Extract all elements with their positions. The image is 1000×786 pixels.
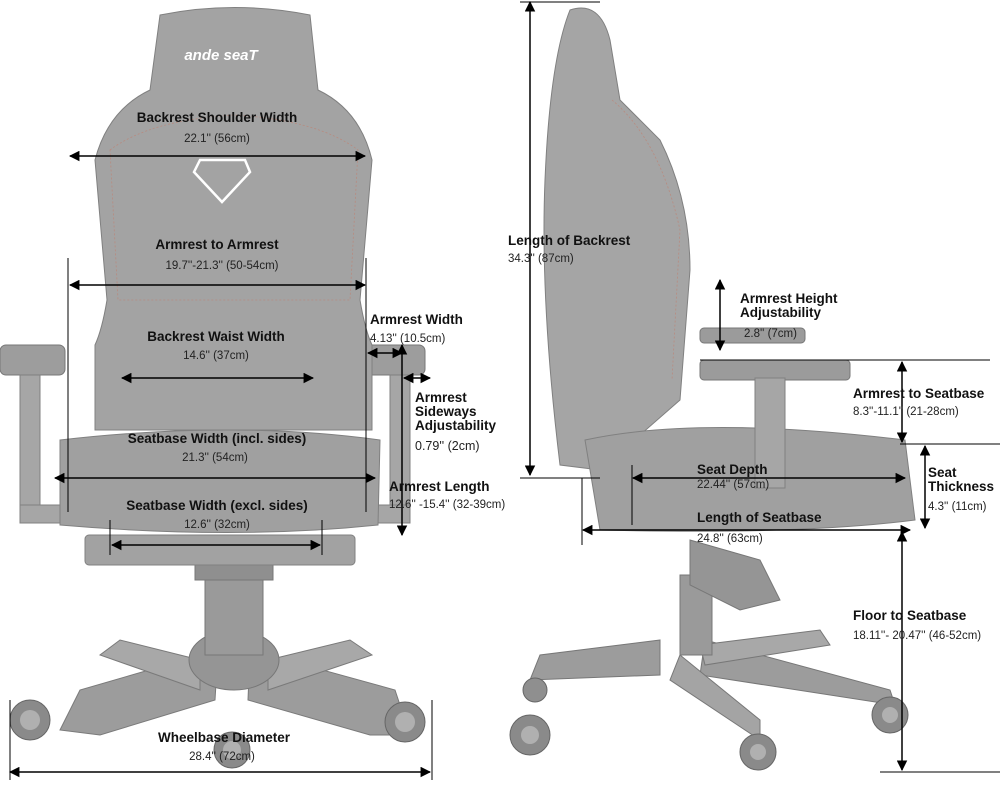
armrest-height-adjustability-value: 2.8'' (7cm) — [744, 328, 797, 340]
armrest-to-seatbase-title: Armrest to Seatbase — [853, 386, 985, 401]
brand-logo: ande seaT — [184, 47, 259, 64]
length-of-seatbase-value: 24.8'' (63cm) — [697, 533, 763, 545]
length-of-seatbase-title: Length of Seatbase — [697, 510, 822, 525]
floor-to-seatbase-title: Floor to Seatbase — [853, 608, 967, 623]
armrest-length-title: Armrest Length — [389, 479, 490, 494]
wheelbase-diameter-value: 28.4'' (72cm) — [189, 751, 255, 763]
armrest-height-adjustability-title-1: Armrest Height — [740, 291, 838, 306]
seatbase-width-excl-title: Seatbase Width (excl. sides) — [126, 498, 308, 513]
seat-thickness-title-1: Seat — [928, 465, 957, 480]
seatbase-width-incl-value: 21.3'' (54cm) — [182, 452, 248, 464]
armrest-to-armrest-title: Armrest to Armrest — [155, 237, 279, 252]
armrest-length-value: 12.6'' -15.4'' (32-39cm) — [389, 499, 506, 511]
armrest-sideways-title-3: Adjustability — [415, 418, 497, 433]
seat-thickness-value: 4.3'' (11cm) — [928, 501, 987, 513]
front-chair-illustration: ande seaT — [0, 7, 426, 769]
armrest-to-armrest-value: 19.7''-21.3'' (50-54cm) — [165, 260, 279, 272]
backrest-shoulder-width-value: 22.1'' (56cm) — [184, 133, 250, 145]
seatbase-width-incl-title: Seatbase Width (incl. sides) — [127, 431, 307, 446]
seat-thickness-title-2: Thickness — [928, 479, 995, 494]
armrest-sideways-title-2: Sideways — [415, 404, 477, 419]
armrest-sideways-title-1: Armrest — [415, 390, 467, 405]
length-of-backrest-value: 34.3'' (87cm) — [508, 253, 574, 265]
armrest-to-seatbase-value: 8.3''-11.1'' (21-28cm) — [853, 406, 959, 418]
seat-depth-value: 22.44'' (57cm) — [697, 479, 770, 491]
armrest-width-title: Armrest Width — [370, 312, 463, 327]
seatbase-width-excl-value: 12.6'' (32cm) — [184, 519, 250, 531]
armrest-sideways-value: 0.79'' (2cm) — [415, 439, 480, 453]
floor-to-seatbase-value: 18.11''- 20.47'' (46-52cm) — [853, 630, 982, 642]
length-of-backrest-title: Length of Backrest — [508, 233, 631, 248]
side-chair-illustration — [509, 7, 916, 771]
dimension-lines — [8, 0, 1000, 780]
armrest-height-adjustability-title-2: Adjustability — [740, 305, 822, 320]
backrest-shoulder-width-title: Backrest Shoulder Width — [136, 110, 298, 125]
armrest-width-value: 4.13'' (10.5cm) — [370, 333, 446, 345]
wheelbase-diameter-title: Wheelbase Diameter — [157, 730, 291, 745]
seat-depth-title: Seat Depth — [697, 462, 768, 477]
backrest-waist-width-title: Backrest Waist Width — [147, 329, 285, 344]
backrest-waist-width-value: 14.6'' (37cm) — [183, 350, 249, 362]
